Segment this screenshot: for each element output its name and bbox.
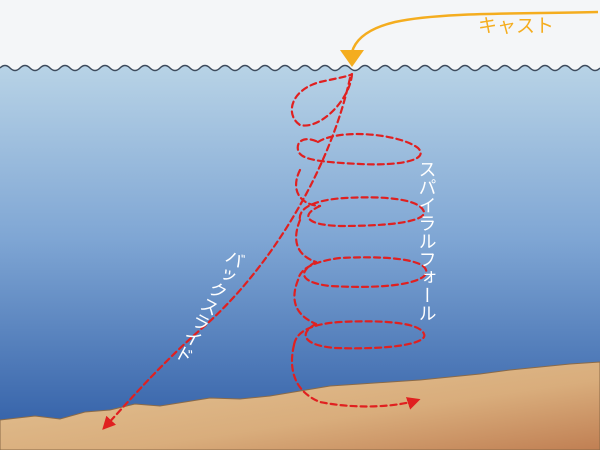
back-slide-path [102, 76, 352, 430]
water [0, 65, 600, 450]
cast-arrow-head [340, 50, 364, 67]
label-cast: キャスト [478, 15, 554, 37]
cast-arrow-line [350, 10, 599, 53]
seabed [0, 361, 600, 450]
sky [0, 0, 600, 70]
label-spiral-fall: スパイラルフォール [416, 160, 437, 322]
water-surface-line [0, 64, 600, 72]
spiral-fall-path [290, 72, 428, 410]
